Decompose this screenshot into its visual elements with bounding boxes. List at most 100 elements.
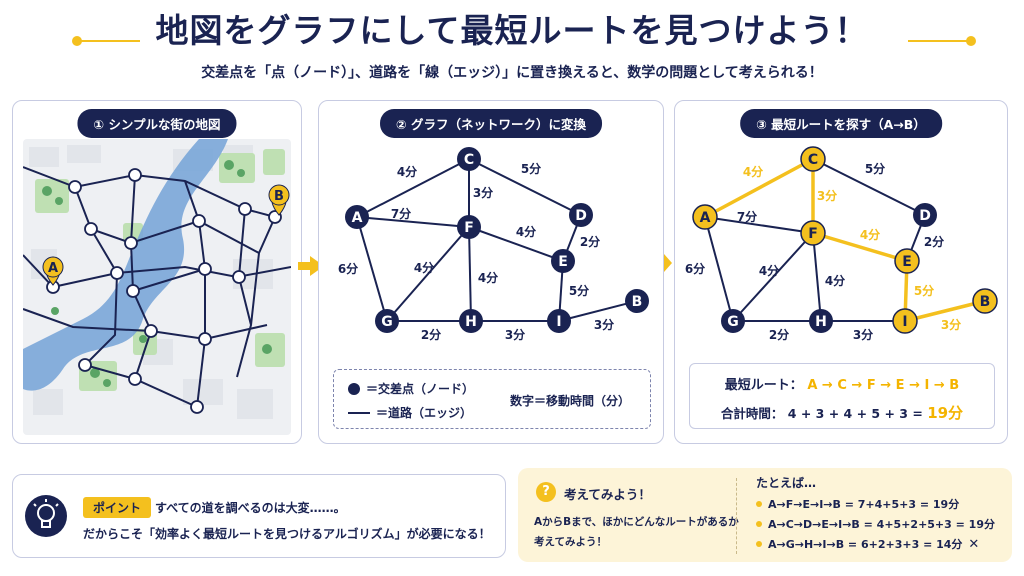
edge-label: 2分 [580,234,600,249]
map-marker-b-label: B [274,189,284,204]
node-label: G [727,314,739,330]
edge-label: 4分 [478,270,498,285]
result-route: A → C → F → E → I → B [807,378,960,393]
point-text-1: すべての道を調べるのは大変……。 [155,501,346,515]
page-subtitle: 交差点を「点（ノード）」、道路を「線（エッジ）」に置き換えると、数学の問題として… [201,65,823,81]
edge-a-g [704,216,734,322]
result-route-line: 最短ルート： A → C → F → E → I → B [690,374,994,393]
node-label: H [465,314,477,330]
node-f [800,220,826,246]
edge-label: 5分 [865,161,885,176]
node-label: I [556,314,561,330]
map-marker-a: A [42,256,64,286]
example-item: A→C→D→E→I→B = 4+5+2+5+3 = 19分 [756,516,995,532]
edge-line-icon [348,411,370,414]
edge-label: 7分 [391,206,411,221]
edge-label: 4分 [825,273,845,288]
node-label: D [919,208,931,224]
edge-f-h [812,232,822,322]
edge-label: 3分 [594,317,614,332]
node-label: C [808,152,818,168]
legend-node-row: ＝交差点（ノード） [348,380,474,397]
node-g [375,309,399,333]
panel-map-label: ① シンプルな街の地図 [77,109,237,138]
node-g [721,309,745,333]
point-text-2: だからこそ「効率よく最短ルートを見つけるアルゴリズム」が必要になる！ [83,527,491,541]
example-text: A→C→D→E→I→B = 4+5+2+5+3 = 19分 [768,518,995,531]
node-d [913,203,937,227]
node-i [547,309,571,333]
node-a [345,205,369,229]
edge-label: 4分 [516,224,536,239]
edge-label: 4分 [414,260,434,275]
node-label: A [352,210,363,226]
node-label: H [815,314,827,330]
edge-a-c [704,157,814,219]
map-marker-a-label: A [48,261,58,276]
edge-a-c [356,158,470,218]
node-label: F [808,226,818,242]
node-b [625,289,649,313]
map-marker-b: B [268,184,290,216]
bullet-icon [756,501,762,507]
city-map: A B [23,139,291,435]
lightbulb-icon [25,495,67,537]
edge-g-f [386,226,470,322]
edge-label: 3分 [505,327,525,342]
node-h [809,309,833,333]
edge-label: 3分 [853,327,873,342]
node-label: F [464,220,474,236]
node-label: C [464,152,474,168]
cross-icon: ✕ [968,536,980,552]
edge-label: 4分 [743,164,763,179]
title-dot-right [966,36,976,46]
arrow-right-icon [664,254,672,272]
node-h [459,309,483,333]
edge-f-e [468,226,564,262]
question-icon: ? [536,482,556,502]
header: 地図をグラフにして最短ルートを見つけよう！ 交差点を「点（ノード）」、道路を「線… [0,0,1024,100]
node-b [972,288,998,314]
edge-label: 4分 [759,263,779,278]
example-item: A→F→E→I→B = 7+4+5+3 = 19分 [756,496,959,512]
point-box: ポイント すべての道を調べるのは大変……。 だからこそ「効率よく最短ルートを見つ… [12,474,506,558]
edge-label: 2分 [421,327,441,342]
examples-head: たとえば… [756,476,817,490]
arrow-1-body [298,262,312,270]
bullet-icon [756,541,762,547]
page-title: 地図をグラフにして最短ルートを見つけよう！ [155,11,869,50]
think-question-2: 考えてみよう！ [534,536,607,548]
node-label: E [558,254,568,270]
edge-label: 6分 [338,261,358,276]
node-label: E [902,254,912,270]
node-f [457,215,481,239]
example-text: A→G→H→I→B = 6+2+3+3 = 14分 [768,538,963,551]
graph-legend: ＝交差点（ノード） ＝道路（エッジ） 数字＝移動時間（分） [333,369,651,429]
edge-label: 6分 [685,261,705,276]
panel-graph-label: ② グラフ（ネットワーク）に変換 [380,109,602,138]
legend-number-text: 数字＝移動時間（分） [510,394,631,408]
example-item: A→G→H→I→B = 6+2+3+3 = 14分 ✕ [756,536,979,552]
result-total-line: 合計時間： 4 + 3 + 4 + 5 + 3 = 19分 [690,402,994,423]
total-value: 19分 [927,404,964,422]
panel-shortest-label: ③ 最短ルートを探す（A→B） [740,109,942,138]
edge-f-e [812,231,908,263]
edge-label: 3分 [941,317,961,332]
city-map-svg: A B [23,139,291,435]
node-label: G [381,314,393,330]
edge-a-g [356,216,388,322]
bullet-icon [756,521,762,527]
node-label: B [632,294,643,310]
node-c [800,146,826,172]
edge-label: 3分 [473,185,493,200]
edge-a-f [704,216,814,234]
think-divider [736,478,737,554]
legend-edge-row: ＝道路（エッジ） [348,404,472,421]
edge-label: 5分 [914,283,934,298]
edge-label: 4分 [397,164,417,179]
node-label: D [575,208,587,224]
edge-label: 5分 [569,283,589,298]
node-dot-icon [348,382,360,395]
